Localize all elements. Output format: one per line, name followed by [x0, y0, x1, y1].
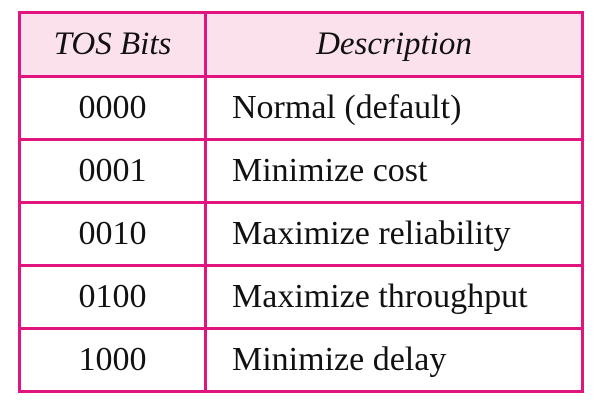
table-header: TOS Bits Description [18, 11, 584, 78]
table-row: 1000 Minimize delay [18, 327, 584, 393]
description-cell: Minimize cost [204, 138, 584, 204]
header-tos-bits: TOS Bits [18, 11, 207, 78]
table-row: 0001 Minimize cost [18, 138, 584, 204]
table-row: 0010 Maximize reliability [18, 201, 584, 267]
tos-bits-cell: 0000 [18, 75, 207, 141]
header-description: Description [204, 11, 584, 78]
description-cell: Maximize throughput [204, 264, 584, 330]
tos-bits-table: TOS Bits Description 0000 Normal (defaul… [18, 11, 584, 393]
tos-bits-cell: 0010 [18, 201, 207, 267]
tos-bits-cell: 1000 [18, 327, 207, 393]
header-row: TOS Bits Description [18, 11, 584, 78]
table-row: 0000 Normal (default) [18, 75, 584, 141]
tos-bits-cell: 0001 [18, 138, 207, 204]
description-cell: Normal (default) [204, 75, 584, 141]
description-cell: Minimize delay [204, 327, 584, 393]
description-cell: Maximize reliability [204, 201, 584, 267]
tos-bits-cell: 0100 [18, 264, 207, 330]
table-body: 0000 Normal (default) 0001 Minimize cost… [18, 75, 584, 393]
table-row: 0100 Maximize throughput [18, 264, 584, 330]
